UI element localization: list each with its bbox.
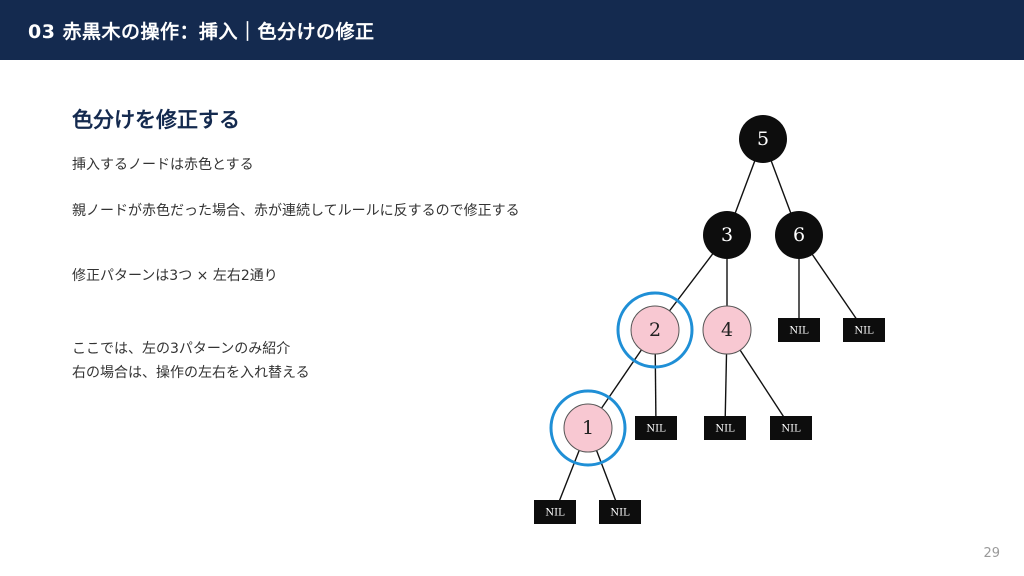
tree-node-2: 2	[616, 291, 694, 369]
nil-box	[534, 500, 576, 524]
body-text-line: ここでは、左の3パターンのみ紹介	[72, 341, 291, 357]
nil-label: NIL	[610, 508, 630, 519]
nil-leaf: NIL	[704, 416, 746, 440]
nil-box	[635, 416, 677, 440]
red-node-circle	[630, 305, 680, 355]
body-text-line: 右の場合は、操作の左右を入れ替える	[72, 365, 310, 381]
nil-label: NIL	[789, 326, 809, 337]
nil-leaf: NIL	[770, 416, 812, 440]
nil-leaf: NIL	[843, 318, 885, 342]
highlight-ring	[616, 291, 694, 369]
nil-label: NIL	[545, 508, 565, 519]
tree-node-4: 4	[702, 305, 752, 355]
section-heading: 色分けを修正する	[72, 108, 240, 132]
page-number: 29	[983, 546, 1000, 561]
node-key-label: 6	[793, 224, 805, 246]
node-key-label: 5	[757, 128, 769, 150]
nil-label: NIL	[781, 424, 801, 435]
node-key-label: 3	[721, 224, 733, 246]
nil-box	[778, 318, 820, 342]
tree-node-5: 5	[739, 115, 787, 163]
black-node-circle	[703, 211, 751, 259]
body-text-line: 親ノードが赤色だった場合、赤が連続してルールに反するので修正する	[72, 203, 520, 219]
nil-leaf: NIL	[534, 500, 576, 524]
nil-box	[843, 318, 885, 342]
nil-leaf: NIL	[599, 500, 641, 524]
red-node-circle	[563, 403, 613, 453]
black-node-circle	[739, 115, 787, 163]
node-key-label: 2	[649, 319, 661, 341]
black-node-circle	[775, 211, 823, 259]
red-node-circle	[702, 305, 752, 355]
slide-title: 03 赤黒木の操作：挿入｜色分けの修正	[28, 21, 375, 43]
highlight-ring	[549, 389, 627, 467]
tree-node-6: 6	[775, 211, 823, 259]
nil-label: NIL	[854, 326, 874, 337]
tree-node-3: 3	[703, 211, 751, 259]
nil-box	[599, 500, 641, 524]
node-key-label: 4	[721, 319, 733, 341]
nil-leaf: NIL	[778, 318, 820, 342]
node-key-label: 1	[582, 417, 594, 439]
nil-label: NIL	[646, 424, 666, 435]
nil-box	[704, 416, 746, 440]
slide-header: 03 赤黒木の操作：挿入｜色分けの修正	[0, 0, 1024, 60]
body-text-line: 修正パターンは3つ × 左右2通り	[72, 268, 278, 284]
nil-leaf: NIL	[635, 416, 677, 440]
nil-box	[770, 416, 812, 440]
nil-label: NIL	[715, 424, 735, 435]
body-text-line: 挿入するノードは赤色とする	[72, 157, 254, 173]
tree-node-1: 1	[549, 389, 627, 467]
